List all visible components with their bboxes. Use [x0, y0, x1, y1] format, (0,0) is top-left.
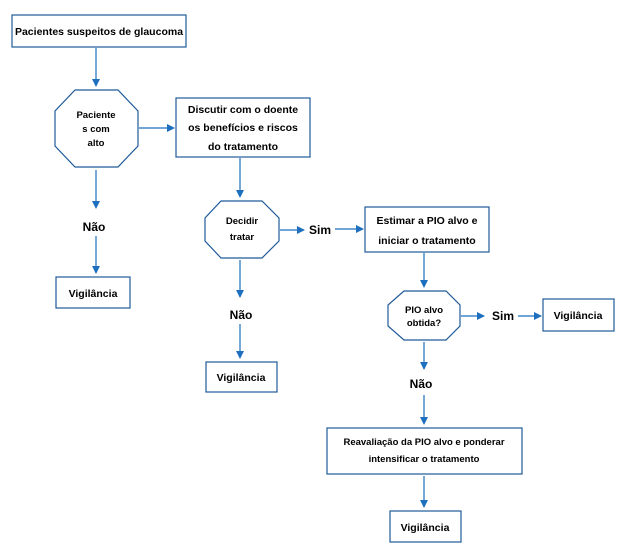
- edge-label-nao-3: Não: [410, 377, 433, 391]
- edge-label-sim-2: Sim: [492, 309, 514, 323]
- estimate-line1: Estimar a PIO alvo e: [377, 215, 478, 227]
- vigilancia4-label: Vigilância: [401, 522, 450, 534]
- start-box: [11, 14, 187, 48]
- edge-label-nao-1: Não: [83, 220, 106, 234]
- reassess-box: [326, 427, 523, 475]
- decision1-line3: alto: [88, 138, 105, 149]
- vigilancia2-label: Vigilância: [217, 372, 266, 384]
- estimate-box: [364, 206, 490, 253]
- vigilancia1-box: [55, 276, 131, 309]
- vigilancia2-box: [205, 361, 278, 393]
- decision3-line1: PIO alvo: [405, 305, 443, 316]
- discuss-line3: do tratamento: [208, 141, 278, 153]
- decision1-octagon: [54, 89, 139, 168]
- decision3-octagon: [387, 290, 461, 341]
- reassess-line2: intensificar o tratamento: [369, 454, 480, 465]
- vigilancia1-label: Vigilância: [69, 288, 118, 300]
- discuss-line1: Discutir com o doente: [188, 104, 298, 116]
- vigilancia3-label: Vigilância: [554, 310, 603, 322]
- decision2-line2: tratar: [230, 232, 255, 243]
- discuss-box: [175, 97, 311, 158]
- start-label: Pacientes suspeitos de glaucoma: [15, 26, 183, 38]
- decision1-line2: s com: [82, 124, 109, 135]
- discuss-line2: os benefícios e riscos: [188, 122, 298, 134]
- estimate-line2: iniciar o tratamento: [378, 235, 475, 247]
- vigilancia3-box: [542, 298, 615, 332]
- decision1-line1: Paciente: [76, 110, 115, 121]
- vigilancia4-box: [389, 510, 462, 543]
- decision2-octagon: [204, 200, 280, 259]
- edge-label-sim-1: Sim: [309, 223, 331, 237]
- edge-label-nao-2: Não: [230, 308, 253, 322]
- decision2-line1: Decidir: [226, 216, 259, 227]
- reassess-line1: Reavaliação da PIO alvo e ponderar: [343, 437, 504, 448]
- decision3-line2: obtida?: [407, 318, 441, 329]
